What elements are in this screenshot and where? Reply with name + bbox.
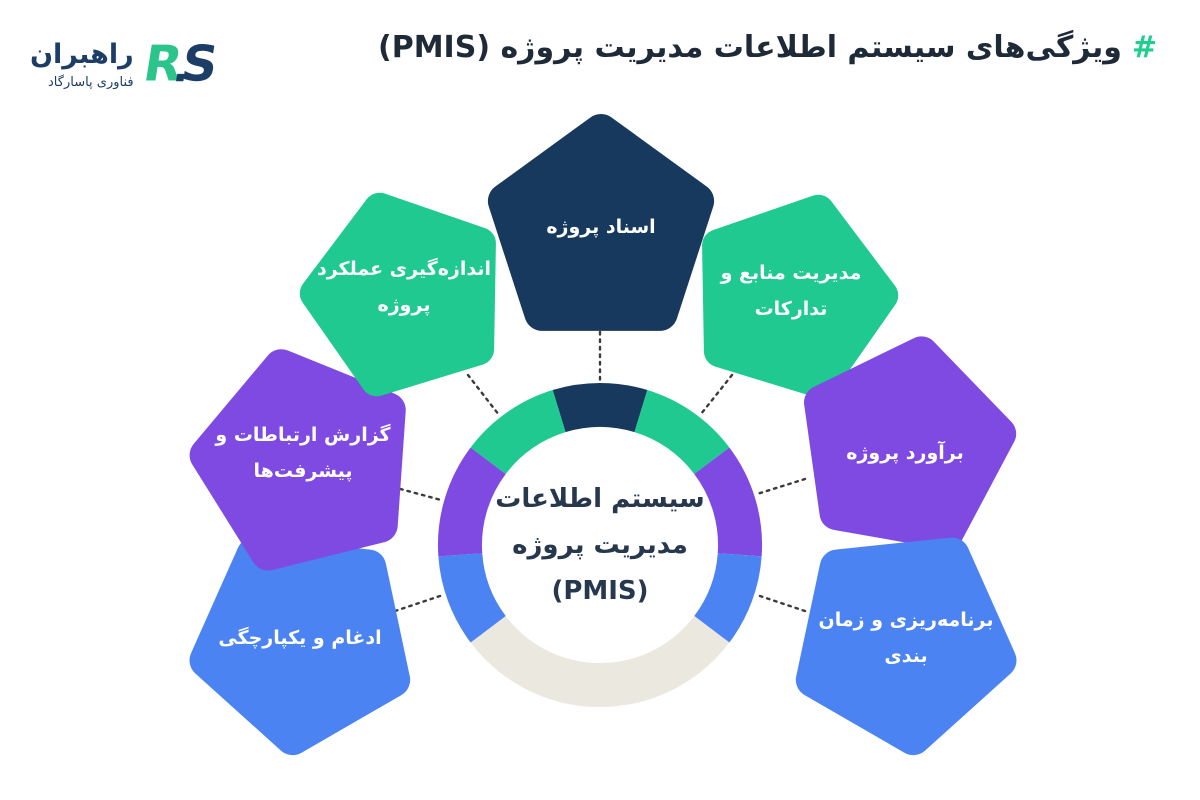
ring-segment-gray-bottom [470, 615, 730, 707]
node-label-line: تدارکات [754, 298, 828, 320]
hash-icon: # [1131, 30, 1157, 65]
node-label-line: اندازه‌گیری عملکرد [316, 258, 492, 280]
node-label-project-estimation: برآورد پروژه [795, 435, 1015, 471]
node-label-resource-procurement: مدیریت منابع و تدارکات [681, 255, 901, 327]
center-label-line: مدیریت پروژه [512, 530, 688, 560]
connector-right [755, 477, 807, 496]
node-label-performance-measurement: اندازه‌گیری عملکرد پروژه [294, 251, 514, 323]
page-title: # ویژگی‌های سیستم اطلاعات مدیریت پروژه (P… [378, 30, 1157, 65]
center-label-line: سیستم اطلاعات [495, 484, 705, 514]
node-label-line: ادغام و یکپارچگی [218, 627, 382, 649]
logo-rs-monogram-icon: R S [139, 35, 219, 93]
node-label-integration: ادغام و یکپارچگی [190, 620, 410, 656]
node-label-planning-scheduling: برنامه‌ریزی و زمان بندی [796, 602, 1016, 674]
connector-top-right [699, 373, 734, 416]
node-label-line: پروژه [377, 294, 431, 316]
ring-segment-green-right [633, 390, 730, 475]
center-label-line: (PMIS) [551, 576, 649, 606]
node-label-line: بندی [884, 645, 928, 667]
company-logo: راهبران فناوری پاسارگاد R S [30, 28, 220, 100]
ring-segment-green-left [470, 390, 567, 475]
node-label-line: پیشرفت‌ها [253, 460, 353, 482]
connector-top-left [466, 373, 501, 417]
connector-bottom-left [393, 593, 445, 613]
node-label-project-documents: اسناد پروژه [491, 209, 711, 245]
page-title-text: ویژگی‌های سیستم اطلاعات مدیریت پروژه (PM… [377, 30, 1122, 65]
ring-segment-navy [552, 383, 648, 433]
logo-tagline: فناوری پاسارگاد [48, 75, 134, 90]
logo-wordmark: راهبران فناوری پاسارگاد [30, 38, 134, 90]
logo-dot [175, 73, 185, 82]
node-label-line: برنامه‌ریزی و زمان [818, 609, 994, 631]
node-label-line: اسناد پروژه [546, 216, 656, 238]
logo-brand-name: راهبران [30, 39, 134, 70]
logo-letter-s: S [177, 35, 219, 93]
node-label-communication-reports: گزارش ارتباطات و پیشرفت‌ها [193, 417, 413, 489]
logo-letter-r: R [139, 35, 186, 93]
node-label-line: گزارش ارتباطات و [215, 424, 391, 446]
donut-center-label: سیستم اطلاعات مدیریت پروژه (PMIS) [480, 476, 720, 614]
node-label-line: برآورد پروژه [846, 442, 964, 464]
node-label-line: مدیریت منابع و [720, 262, 862, 284]
